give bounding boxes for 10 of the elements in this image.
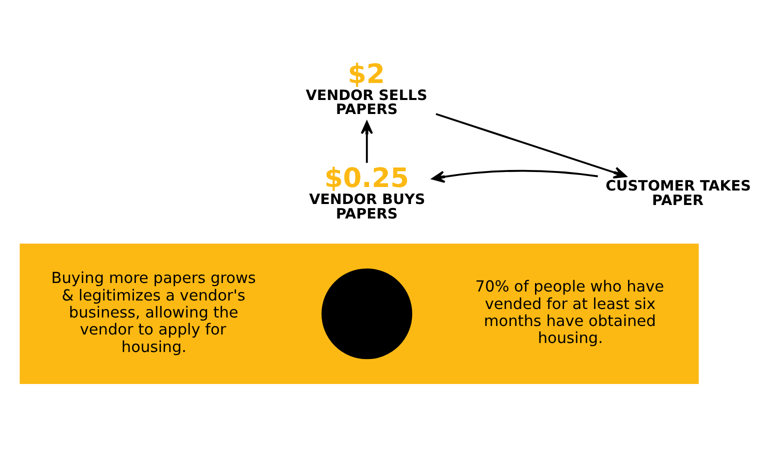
node-text: $0.25 VENDOR BUYS PAPERS: [309, 163, 426, 222]
cluster: [20, 244, 699, 384]
arrow: [432, 170, 598, 183]
node-text: CUSTOMER TAKES PAPER: [606, 178, 751, 209]
node-circle: [322, 268, 412, 360]
node-text: $2 VENDOR SELLS PAPERS: [306, 59, 428, 118]
node-text: 70% of people who have vended for at least six months have obtained housing.: [475, 278, 664, 348]
arrow: [360, 121, 373, 163]
node-text: Buying more papers grows & legitimizes a vendor's business, allowing the vendor to apply for housing.: [51, 269, 256, 356]
arrow: [436, 113, 627, 179]
